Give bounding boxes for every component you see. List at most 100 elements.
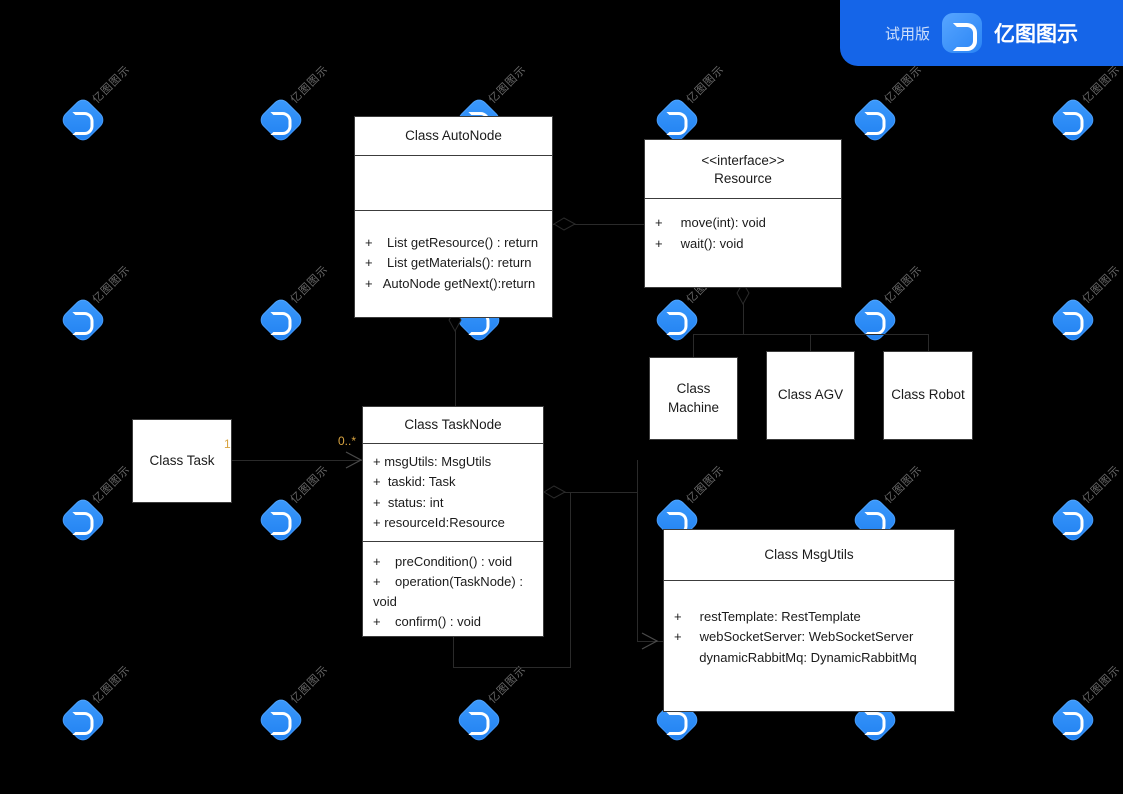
edraw-watermark-icon [1048, 295, 1098, 345]
class-box-tasknode[interactable]: Class TaskNode + msgUtils: MsgUtils + ta… [362, 406, 544, 637]
edraw-watermark-icon [58, 95, 108, 145]
class-box-robot[interactable]: Class Robot [883, 351, 973, 440]
watermark-text: 亿图图示 [89, 262, 133, 306]
class-title-resource: <<interface>> Resource [645, 140, 841, 198]
method-row: void [373, 594, 397, 610]
divider [355, 155, 552, 157]
divider [355, 210, 552, 212]
watermark-text: 亿图图示 [683, 62, 727, 106]
class-title-autonode: Class AutoNode [405, 128, 502, 143]
brand-label: 亿图图示 [994, 22, 1078, 46]
attribute-row: + msgUtils: MsgUtils [373, 454, 492, 470]
watermark-text: 亿图图示 [683, 462, 727, 506]
methods-compartment-tasknode: + preCondition() : void + operation(Task… [363, 542, 543, 641]
edge-autonode-resource [553, 224, 644, 225]
method-row: + List getMaterials(): return [365, 255, 532, 271]
watermark-text: 亿图图示 [1079, 62, 1123, 106]
attributes-compartment-tasknode: + msgUtils: MsgUtils + taskid: Task + st… [363, 444, 543, 541]
edraw-watermark-icon [850, 295, 900, 345]
edge-generalization-bus [693, 334, 929, 335]
methods-compartment-autonode: + List getResource() : return + List get… [355, 211, 552, 301]
attribute-row: dynamicRabbitMq: DynamicRabbitMq [674, 649, 917, 665]
edge-tasknode-loop-left [453, 636, 454, 668]
method-row: + wait(): void [655, 235, 744, 251]
watermark-text: 亿图图示 [485, 662, 529, 706]
edraw-watermark-icon [1048, 495, 1098, 545]
edge-tasknode-msgutils-top [560, 492, 638, 493]
divider [645, 198, 841, 200]
divider [664, 580, 954, 582]
watermark-text: 亿图图示 [287, 62, 331, 106]
class-title-msgutils: Class MsgUtils [764, 547, 854, 562]
watermark-text: 亿图图示 [1079, 262, 1123, 306]
class-box-task[interactable]: Class Task [132, 419, 232, 503]
method-row: + List getResource() : return [365, 235, 539, 251]
edge-bus-robot [928, 334, 929, 358]
open-arrowhead-tasknode-msgutils [641, 632, 659, 650]
class-title-task: Class Task [149, 452, 215, 468]
method-row: + preCondition() : void [373, 553, 513, 569]
aggregation-diamond-resource-bus [736, 282, 750, 306]
class-box-msgutils[interactable]: Class MsgUtils + restTemplate: RestTempl… [663, 529, 955, 712]
aggregation-diamond-autonode-resource [553, 217, 577, 231]
watermark-text: 亿图图示 [89, 662, 133, 706]
edraw-watermark-icon [58, 695, 108, 745]
watermark-text: 亿图图示 [287, 662, 331, 706]
trial-label: 试用版 [884, 24, 930, 43]
attributes-compartment-autonode [355, 156, 552, 210]
edraw-watermark-icon [58, 295, 108, 345]
watermark-text: 亿图图示 [881, 462, 925, 506]
edge-task-tasknode [232, 460, 362, 461]
edge-bus-agv [810, 334, 811, 358]
edraw-watermark-icon [256, 495, 306, 545]
edge-resource-stem [743, 288, 744, 334]
open-arrowhead-task-tasknode [345, 451, 363, 469]
watermark-text: 亿图图示 [89, 462, 133, 506]
multiplicity-target: 0..* [338, 434, 357, 448]
class-box-agv[interactable]: Class AGV [766, 351, 855, 440]
watermark-text: 亿图图示 [881, 262, 925, 306]
edraw-watermark-icon [850, 95, 900, 145]
stereotype-label: <<interface>> [701, 153, 785, 168]
class-box-autonode[interactable]: Class AutoNode + List getResource() : re… [354, 116, 553, 318]
attribute-row: + status: int [373, 494, 444, 510]
class-box-machine[interactable]: Class Machine [649, 357, 738, 440]
edraw-watermark-icon [454, 695, 504, 745]
method-row: + operation(TaskNode) : [373, 573, 523, 589]
watermark-text: 亿图图示 [287, 462, 331, 506]
trial-banner[interactable]: 试用版 亿图图示 [840, 0, 1123, 66]
class-title-machine: Class Machine [667, 381, 720, 415]
attribute-row: + resourceId:Resource [373, 514, 505, 530]
attribute-row: + webSocketServer: WebSocketServer [674, 629, 914, 645]
edge-tasknode-loop-right [570, 492, 571, 668]
edraw-watermark-icon [256, 695, 306, 745]
class-title-agv: Class AGV [777, 387, 844, 403]
edge-tasknode-msgutils-right [637, 460, 638, 642]
attribute-row: + restTemplate: RestTemplate [674, 609, 861, 625]
edge-autonode-tasknode [455, 318, 456, 408]
edraw-watermark-icon [652, 95, 702, 145]
divider [363, 540, 543, 542]
edge-tasknode-msgutils-arrowline [637, 641, 665, 642]
class-title-tasknode: Class TaskNode [404, 417, 502, 432]
watermark-text: 亿图图示 [1079, 662, 1123, 706]
edraw-watermark-icon [256, 295, 306, 345]
watermark-text: 亿图图示 [287, 262, 331, 306]
class-box-resource[interactable]: <<interface>> Resource + move(int): void… [644, 139, 842, 288]
method-row: + AutoNode getNext():return [365, 275, 536, 291]
interface-name: Resource [714, 171, 772, 187]
watermark-text: 亿图图示 [881, 62, 925, 106]
watermark-text: 亿图图示 [1079, 462, 1123, 506]
edraw-logo-icon [942, 13, 982, 53]
methods-compartment-resource: + move(int): void + wait(): void [645, 199, 841, 261]
edge-bus-machine [693, 334, 694, 358]
method-row: + move(int): void [655, 215, 766, 231]
watermark-text: 亿图图示 [485, 62, 529, 106]
attribute-row: + taskid: Task [373, 474, 456, 490]
method-row: + confirm() : void [373, 614, 481, 630]
divider [363, 443, 543, 445]
class-title-robot: Class Robot [891, 387, 965, 403]
multiplicity-source: 1 [224, 437, 231, 451]
attributes-compartment-msgutils: + restTemplate: RestTemplate + webSocket… [664, 581, 954, 675]
